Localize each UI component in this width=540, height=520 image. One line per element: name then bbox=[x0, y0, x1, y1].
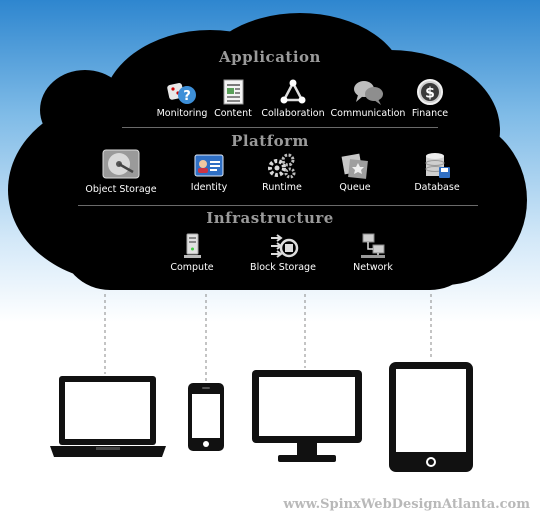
service-block-storage: Block Storage bbox=[235, 232, 331, 273]
queue-icon bbox=[341, 153, 368, 179]
divider-application-platform bbox=[122, 127, 438, 128]
runtime-icon bbox=[268, 153, 296, 179]
service-label: Object Storage bbox=[85, 184, 157, 195]
svg-text:$: $ bbox=[425, 86, 435, 102]
content-icon bbox=[223, 79, 244, 105]
network-icon bbox=[361, 233, 385, 258]
monitoring-icon: ? bbox=[167, 83, 196, 104]
service-object-storage: Object Storage bbox=[73, 146, 169, 195]
compute-icon bbox=[184, 233, 201, 258]
connector-lines bbox=[104, 294, 432, 382]
service-label: Content bbox=[214, 108, 252, 119]
laptop-icon bbox=[50, 376, 166, 457]
service-label: Queue bbox=[339, 182, 371, 193]
service-label: Block Storage bbox=[250, 262, 316, 273]
watermark-url: www.SpinxWebDesignAtlanta.com bbox=[283, 497, 530, 512]
service-label: Compute bbox=[170, 262, 214, 273]
service-finance: $ Finance bbox=[382, 78, 478, 119]
collaboration-icon bbox=[280, 79, 306, 104]
tablet-icon bbox=[389, 362, 473, 472]
infrastructure-title: Infrastructure bbox=[206, 209, 334, 227]
identity-icon bbox=[194, 154, 224, 177]
service-content: Content bbox=[185, 78, 281, 119]
service-label: Collaboration bbox=[261, 108, 325, 119]
service-network: Network bbox=[325, 232, 421, 273]
monitor-icon bbox=[252, 370, 362, 462]
service-runtime: Runtime bbox=[234, 152, 330, 193]
finance-icon: $ bbox=[417, 79, 443, 105]
service-label: Runtime bbox=[262, 182, 302, 193]
svg-text:?: ? bbox=[183, 89, 191, 104]
platform-title: Platform bbox=[231, 132, 309, 150]
service-compute: Compute bbox=[144, 232, 240, 273]
database-icon bbox=[425, 153, 450, 178]
phone-icon bbox=[188, 383, 224, 451]
service-communication: Communication bbox=[320, 78, 416, 119]
application-title: Application bbox=[219, 48, 321, 66]
communication-icon bbox=[354, 81, 383, 105]
object-storage-icon bbox=[102, 149, 140, 179]
service-collaboration: Collaboration bbox=[245, 78, 341, 119]
service-database: Database bbox=[389, 152, 485, 193]
service-label: Finance bbox=[411, 108, 449, 119]
service-monitoring: ? Monitoring bbox=[134, 78, 230, 119]
service-queue: Queue bbox=[307, 152, 403, 193]
block-storage-icon bbox=[271, 234, 299, 258]
service-label: Communication bbox=[330, 108, 406, 119]
service-label: Network bbox=[353, 262, 393, 273]
service-label: Identity bbox=[190, 182, 228, 193]
service-identity: Identity bbox=[161, 152, 257, 193]
divider-platform-infrastructure bbox=[78, 205, 478, 206]
service-label: Monitoring bbox=[156, 108, 208, 119]
service-label: Database bbox=[414, 182, 460, 193]
